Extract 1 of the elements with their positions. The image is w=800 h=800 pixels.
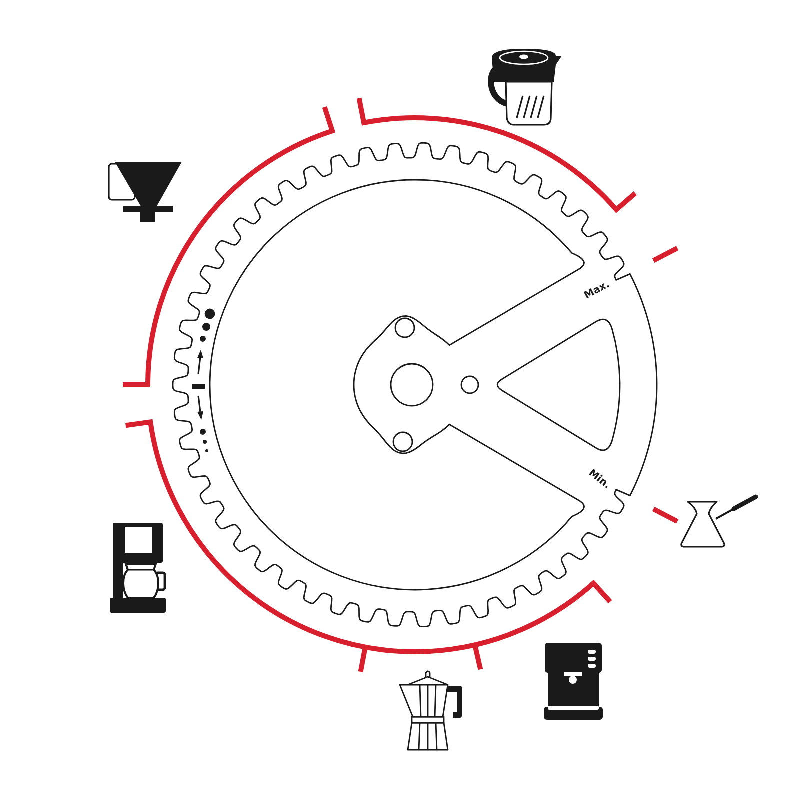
scale-label: Max. <box>582 280 612 302</box>
